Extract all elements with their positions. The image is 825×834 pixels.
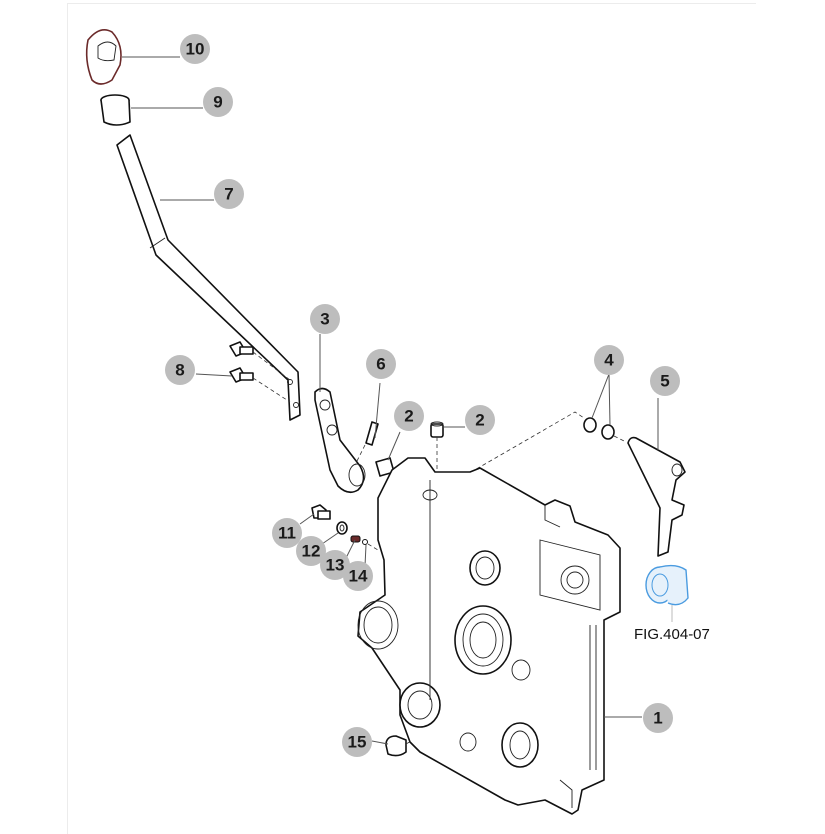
- callout-10[interactable]: 10: [180, 34, 210, 64]
- highlighted-gear[interactable]: [645, 564, 689, 622]
- callout-2-left-label: 2: [404, 407, 413, 426]
- callout-8[interactable]: 8: [165, 355, 195, 385]
- callout-5[interactable]: 5: [650, 366, 680, 396]
- callout-14-label: 14: [349, 567, 368, 586]
- callout-9[interactable]: 9: [203, 87, 233, 117]
- leader-lines: [122, 56, 659, 745]
- part-7-lever[interactable]: [116, 134, 301, 421]
- callout-3[interactable]: 3: [310, 304, 340, 334]
- part-3-lever-arm[interactable]: [314, 387, 366, 494]
- figure-reference-link[interactable]: FIG.404-07: [634, 626, 710, 643]
- callout-4-label: 4: [604, 351, 614, 370]
- callout-2-right-label: 2: [475, 411, 484, 430]
- callout-15[interactable]: 15: [342, 727, 372, 757]
- callout-1[interactable]: 1: [643, 703, 673, 733]
- callout-15-label: 15: [348, 733, 367, 752]
- callout-7-label: 7: [224, 185, 233, 204]
- callout-6-label: 6: [376, 355, 385, 374]
- callout-12-label: 12: [302, 542, 321, 561]
- callout-9-label: 9: [213, 93, 222, 112]
- callout-11-label: 11: [278, 524, 296, 543]
- part-13-spring[interactable]: [350, 535, 361, 543]
- part-2-bushing-right[interactable]: [430, 421, 444, 495]
- part-9-sleeve[interactable]: [100, 94, 131, 126]
- callout-1-label: 1: [653, 709, 662, 728]
- callout-6[interactable]: 6: [366, 349, 396, 379]
- callout-12[interactable]: 12: [296, 536, 326, 566]
- diagram-frame: [67, 3, 756, 834]
- callout-14[interactable]: 14: [343, 561, 373, 591]
- callout-2-right[interactable]: 2: [465, 405, 495, 435]
- part-8-bolts[interactable]: [229, 341, 291, 403]
- callout-2-left[interactable]: 2: [394, 401, 424, 431]
- part-6-pin[interactable]: [354, 421, 379, 466]
- callout-7[interactable]: 7: [214, 179, 244, 209]
- part-1-housing[interactable]: [357, 457, 621, 815]
- part-12-washer[interactable]: [336, 521, 348, 535]
- callout-5-label: 5: [660, 372, 669, 391]
- callout-11[interactable]: 11: [272, 518, 302, 548]
- part-15-plug[interactable]: [385, 735, 421, 757]
- part-5-shift-fork[interactable]: [627, 436, 686, 557]
- part-4-o-rings[interactable]: [439, 411, 627, 491]
- part-11-bolt[interactable]: [311, 504, 331, 520]
- callout-13-label: 13: [326, 556, 345, 575]
- part-10-grip-cover[interactable]: [85, 29, 122, 85]
- callout-13[interactable]: 13: [320, 550, 350, 580]
- callout-8-label: 8: [175, 361, 184, 380]
- callout-10-label: 10: [186, 40, 205, 59]
- callout-3-label: 3: [320, 310, 329, 329]
- part-14-ball[interactable]: [362, 539, 379, 551]
- callout-4[interactable]: 4: [594, 345, 624, 375]
